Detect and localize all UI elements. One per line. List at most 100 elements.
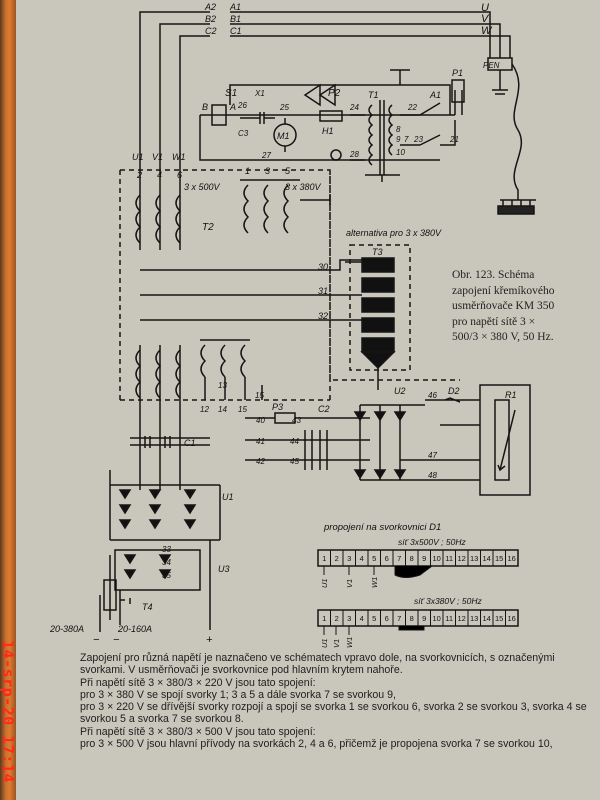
pair-label-c2: C2 bbox=[205, 26, 217, 36]
t2-cell-11: 11 bbox=[445, 614, 453, 623]
caption-line: usměrňovače KM 350 bbox=[452, 300, 555, 312]
wire-30: 30 bbox=[318, 262, 328, 272]
label-c2: C2 bbox=[318, 404, 330, 414]
label-p1: P1 bbox=[452, 68, 463, 78]
label-23: 23 bbox=[413, 135, 423, 144]
label-u3: U3 bbox=[218, 564, 230, 574]
t1-cell-4: 4 bbox=[360, 554, 364, 563]
wire-48: 48 bbox=[428, 471, 437, 480]
t2-cell-5: 5 bbox=[372, 614, 376, 623]
book-edge bbox=[0, 0, 16, 800]
t1-cell-5: 5 bbox=[372, 554, 376, 563]
wire-44: 44 bbox=[290, 437, 299, 446]
t2-cell-10: 10 bbox=[433, 614, 441, 623]
phase-label-w: W bbox=[481, 25, 493, 37]
wire-43: 43 bbox=[292, 416, 301, 425]
t2-cell-1: 1 bbox=[322, 614, 326, 623]
t2-cell-4: 4 bbox=[360, 614, 364, 623]
t1-cell-8: 8 bbox=[410, 554, 414, 563]
block1-w1: W1 bbox=[370, 577, 379, 588]
label-t3: T3 bbox=[372, 247, 383, 257]
label-27: 27 bbox=[261, 151, 271, 160]
t2-cell-2: 2 bbox=[335, 614, 339, 623]
label-h1: H1 bbox=[322, 126, 334, 136]
u3-33: 33 bbox=[162, 545, 171, 554]
label-24: 24 bbox=[349, 103, 359, 112]
tnum-1: 1 bbox=[245, 166, 250, 176]
label-8: 8 bbox=[396, 125, 401, 134]
label-u2: U2 bbox=[394, 386, 406, 396]
caption-line: 500/3 × 380 V, 50 Hz. bbox=[452, 331, 554, 343]
output-minus-2: − bbox=[113, 634, 120, 646]
t1-cell-14: 14 bbox=[483, 554, 491, 563]
paragraph: Při napětí sítě 3 × 380/3 × 220 V jsou t… bbox=[80, 676, 316, 689]
output-minus-1: − bbox=[93, 634, 100, 646]
pair-label-a2: A2 bbox=[204, 2, 216, 12]
label-x1: X1 bbox=[254, 89, 265, 98]
circuit-diagram: U V W A2 A1 B2 B1 C2 C1 PEN S1 X1 P2 B A… bbox=[49, 2, 536, 648]
t2-cell-12: 12 bbox=[458, 614, 466, 623]
label-a: A bbox=[229, 102, 236, 112]
wire-v1: V1 bbox=[152, 152, 163, 162]
wire-32: 32 bbox=[318, 311, 328, 321]
wire-31: 31 bbox=[318, 286, 328, 296]
t1-cell-6: 6 bbox=[385, 554, 389, 563]
tap-12: 12 bbox=[200, 405, 209, 414]
pair-label-c1: C1 bbox=[230, 26, 242, 36]
label-t4: T4 bbox=[142, 602, 153, 612]
output-160a: 20-160A bbox=[117, 624, 152, 634]
t1-cell-1: 1 bbox=[322, 554, 326, 563]
block1-label: síť 3x500V ; 50Hz bbox=[398, 537, 466, 547]
terminal-block-1: 1 2 3 4 5 6 7 8 9 10 11 12 13 14 15 16 bbox=[322, 554, 516, 563]
t2-cell-8: 8 bbox=[410, 614, 414, 623]
tnum-5: 5 bbox=[285, 166, 291, 176]
pair-label-b2: B2 bbox=[205, 14, 216, 24]
pair-label-a1: A1 bbox=[229, 2, 241, 12]
terminal-title: propojení na svorkovnici D1 bbox=[323, 522, 441, 533]
date-stamp: 14-srp-20 17:14 bbox=[0, 640, 17, 783]
block2-v1: V1 bbox=[332, 639, 341, 648]
t2-cell-14: 14 bbox=[483, 614, 491, 623]
label-c3: C3 bbox=[238, 129, 249, 138]
wire-41: 41 bbox=[256, 437, 265, 446]
paragraph: pro 3 × 220 V se dřívější svorky rozpojí… bbox=[80, 701, 587, 726]
label-26: 26 bbox=[237, 101, 247, 110]
paragraph: pro 3 × 500 V jsou hlavní přívody na svo… bbox=[80, 738, 553, 751]
label-p3: P3 bbox=[272, 402, 283, 412]
output-380a: 20-380A bbox=[49, 624, 84, 634]
tap-15b: 15 bbox=[255, 391, 264, 400]
t1-cell-11: 11 bbox=[445, 554, 453, 563]
t1-cell-3: 3 bbox=[347, 554, 351, 563]
block1-u1: U1 bbox=[320, 578, 329, 588]
paragraph: Při napětí sítě 3 × 380/3 × 500 V jsou t… bbox=[80, 725, 316, 738]
wire-45: 45 bbox=[290, 457, 299, 466]
wire-w1: W1 bbox=[172, 152, 186, 162]
label-m1: M1 bbox=[277, 131, 290, 141]
wire-42: 42 bbox=[256, 457, 265, 466]
t2-cell-9: 9 bbox=[422, 614, 426, 623]
label-u1: U1 bbox=[222, 492, 234, 502]
pen-label: PEN bbox=[483, 61, 500, 70]
label-9: 9 bbox=[396, 135, 401, 144]
t1-cell-12: 12 bbox=[458, 554, 466, 563]
caption-line: pro napětí sítě 3 × bbox=[452, 315, 536, 328]
paragraph: pro 3 × 380 V se spojí svorky 1; 3 a 5 a… bbox=[80, 688, 396, 701]
t1-cell-13: 13 bbox=[470, 554, 478, 563]
wire-46: 46 bbox=[428, 391, 437, 400]
t1-cell-9: 9 bbox=[422, 554, 426, 563]
label-22: 22 bbox=[407, 103, 417, 112]
output-plus: + bbox=[206, 634, 213, 646]
wire-47: 47 bbox=[428, 451, 437, 460]
t1-cell-10: 10 bbox=[433, 554, 441, 563]
label-7: 7 bbox=[404, 135, 409, 144]
tap-15a: 15 bbox=[238, 405, 247, 414]
tnum-2: 2 bbox=[136, 170, 142, 180]
t1-cell-16: 16 bbox=[508, 554, 516, 563]
t1-cell-7: 7 bbox=[397, 554, 401, 563]
tnum-3: 3 bbox=[265, 166, 270, 176]
phase-label-v: V bbox=[481, 13, 490, 25]
caption-line: Obr. 123. Schéma bbox=[452, 269, 535, 281]
block2-w1: W1 bbox=[345, 637, 354, 648]
block2-label: síť 3x380V ; 50Hz bbox=[414, 596, 482, 606]
tap-13: 13 bbox=[218, 381, 227, 390]
